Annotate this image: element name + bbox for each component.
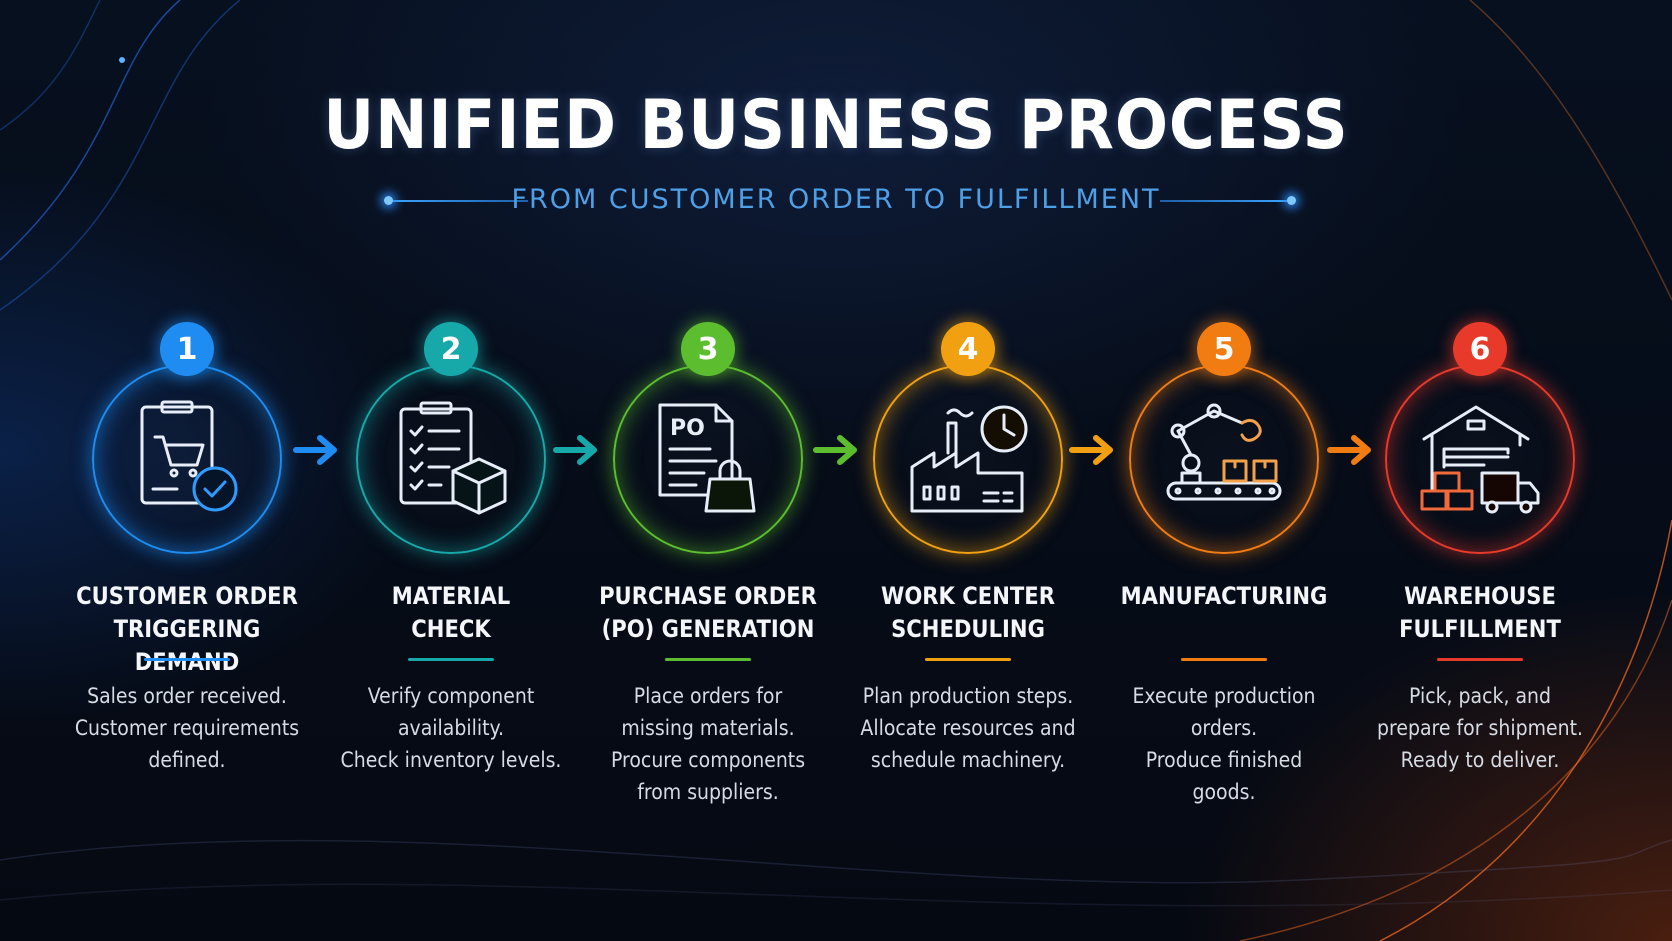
page-title: UNIFIED BUSINESS PROCESS <box>323 86 1349 165</box>
step-heading-line: MANUFACTURING <box>1120 582 1328 610</box>
step-5: 5 MANUFACTURING Execute production order… <box>1094 322 1354 822</box>
arrow-right-icon <box>813 435 857 465</box>
step-description-line: defined. <box>148 748 226 772</box>
arrow-right-icon <box>293 435 337 465</box>
step-2: 2 MATERIAL CHECK Verify component availa… <box>321 322 581 822</box>
step-ring <box>1385 364 1575 554</box>
step-divider <box>925 658 1011 661</box>
step-description-line: Plan production steps. <box>862 684 1074 708</box>
step-description-line: Verify component <box>367 684 535 708</box>
step-heading-line: WORK CENTER <box>881 582 1055 610</box>
step-3: 3 PO PURCHASE ORDER (PO) GENERATION Plac… <box>578 322 838 822</box>
step-6: 6 WAREHOUSE FULFILLMENT Pick, pack, and … <box>1350 322 1610 822</box>
step-description-line: goods. <box>1192 780 1256 804</box>
step-description: Sales order received. Customer requireme… <box>70 680 304 776</box>
step-heading-line: MATERIAL <box>391 582 511 610</box>
step-description-line: missing materials. <box>621 716 795 740</box>
step-heading-line: (PO) GENERATION <box>601 615 815 643</box>
step-description: Execute production orders. Produce finis… <box>1107 680 1341 808</box>
step-number-badge: 1 <box>160 322 214 376</box>
step-description: Plan production steps. Allocate resource… <box>851 680 1085 776</box>
factory-clock-icon <box>908 399 1028 519</box>
step-heading-line: FULFILLMENT <box>1399 615 1561 643</box>
arrow-right-icon <box>1327 435 1371 465</box>
step-divider <box>1437 658 1523 661</box>
step-heading-line <box>1110 613 1339 646</box>
step-description-line: Customer requirements <box>74 716 300 740</box>
step-ring <box>613 364 803 554</box>
step-ring <box>356 364 546 554</box>
step-heading-line: CUSTOMER ORDER <box>76 582 298 610</box>
step-heading: PURCHASE ORDER (PO) GENERATION <box>594 580 823 646</box>
step-number-badge: 2 <box>424 322 478 376</box>
step-number-badge: 6 <box>1453 322 1507 376</box>
step-description: Place orders for missing materials. Proc… <box>591 680 825 808</box>
step-heading-line: PURCHASE ORDER <box>599 582 817 610</box>
subtitle-dot-left <box>384 196 393 205</box>
step-description-line: Ready to deliver. <box>1400 748 1560 772</box>
step-divider <box>408 658 494 661</box>
subtitle-row: FROM CUSTOMER ORDER TO FULFILLMENT <box>0 182 1672 222</box>
page-subtitle: FROM CUSTOMER ORDER TO FULFILLMENT <box>511 184 1161 215</box>
step-description-line: Procure components <box>610 748 806 772</box>
step-description: Pick, pack, and prepare for shipment. Re… <box>1363 680 1597 776</box>
step-description-line: Sales order received. <box>87 684 287 708</box>
robot-arm-conveyor-icon <box>1164 399 1284 519</box>
subtitle-line-left <box>388 200 528 202</box>
step-heading-line: WAREHOUSE <box>1404 582 1556 610</box>
step-4: 4 WORK CENTER SCHEDULING Plan production… <box>838 322 1098 822</box>
step-description-line: Allocate resources and <box>860 716 1076 740</box>
step-description-line: Execute production <box>1132 684 1316 708</box>
step-divider <box>665 658 751 661</box>
step-description-line: Place orders for <box>633 684 783 708</box>
step-number-badge: 3 <box>681 322 735 376</box>
step-number-badge: 5 <box>1197 322 1251 376</box>
step-heading: CUSTOMER ORDER TRIGGERING DEMAND <box>73 580 302 679</box>
subtitle-line-right <box>1160 200 1290 202</box>
warehouse-truck-icon <box>1420 399 1540 519</box>
subtitle-dot-right <box>1287 196 1296 205</box>
step-description-line: prepare for shipment. <box>1376 716 1584 740</box>
step-description-line: Produce finished <box>1145 748 1303 772</box>
arrow-right-icon <box>553 435 597 465</box>
step-heading: WAREHOUSE FULFILLMENT <box>1366 580 1595 646</box>
step-divider <box>144 658 230 661</box>
step-heading-line: SCHEDULING <box>891 615 1045 643</box>
step-ring <box>1129 364 1319 554</box>
step-description-line: Check inventory levels. <box>340 748 562 772</box>
step-heading-line: CHECK <box>411 615 491 643</box>
step-1: 1 CUSTOMER ORDER TRIGGERING DEMAND Sales… <box>57 322 317 822</box>
step-heading: MANUFACTURING <box>1110 580 1339 646</box>
step-description-line: availability. <box>397 716 505 740</box>
step-description-line: schedule machinery. <box>870 748 1066 772</box>
clipboard-cart-check-icon <box>127 399 247 519</box>
step-divider <box>1181 658 1267 661</box>
po-icon-text: PO <box>670 416 705 441</box>
step-number-badge: 4 <box>941 322 995 376</box>
checklist-box-icon <box>391 399 511 519</box>
step-description-line: orders. <box>1190 716 1258 740</box>
step-description-line: from suppliers. <box>637 780 779 804</box>
step-description-line: Pick, pack, and <box>1408 684 1552 708</box>
step-heading: MATERIAL CHECK <box>337 580 566 646</box>
step-heading-line: TRIGGERING DEMAND <box>113 615 261 676</box>
step-heading: WORK CENTER SCHEDULING <box>854 580 1083 646</box>
step-description: Verify component availability. Check inv… <box>334 680 568 776</box>
arrow-right-icon <box>1069 435 1113 465</box>
po-document-bag-icon: PO <box>648 399 768 519</box>
